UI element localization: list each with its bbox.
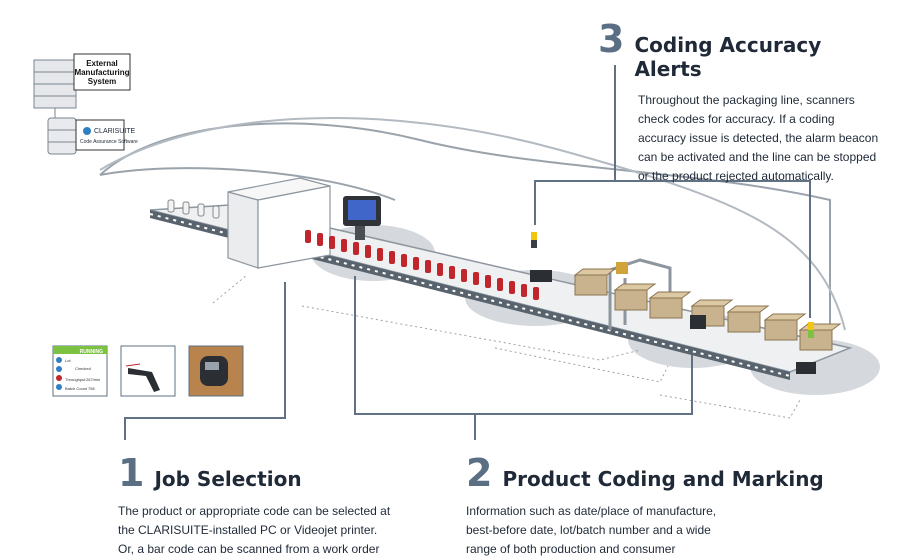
product-coding-body: Information such as date/place of manufa… [466,504,717,556]
alarm-beacon-icon [808,322,814,338]
handheld-scanner-thumbnail [120,345,176,397]
external-system-line3: System [88,77,116,86]
coding-accuracy-alerts-body: Throughout the packaging line, scanners … [638,93,879,183]
job-selection-body: The product or appropriate code can be s… [118,504,391,556]
clarisuite-database-icon: CLARISUITE Code Assurance Software [47,117,138,155]
alarm-beacon-icon [531,232,537,248]
external-system-line2: Manufacturing [74,68,129,77]
red-bottle [401,254,407,267]
job-selection-title: Job Selection [154,467,302,491]
clarisuite-sub-label: Code Assurance Software [80,139,138,145]
callout-connectors [124,65,811,440]
product-coding-section: 2 Product Coding and Marking Information… [466,454,886,559]
job-selection-section: 1 Job Selection The product or appropria… [118,454,448,559]
red-bottle [437,263,443,276]
printer-ui-thumbnail: RUNNING Lot Checked Throughput 267/min B… [52,345,108,397]
red-bottle [341,239,347,252]
clarisuite-label: CLARISUITE [94,128,136,135]
printer-throughput-row: Throughput [65,377,86,382]
red-bottle [509,281,515,294]
printer-status-text: RUNNING [80,349,103,355]
printer-checked-row: Checked [75,366,91,371]
coding-accuracy-alerts-title: Coding Accuracy Alerts [634,33,822,81]
red-bottle [521,284,527,297]
red-bottle [353,242,359,255]
red-bottle [329,236,335,249]
red-bottle [497,278,503,291]
red-bottle [377,248,383,261]
red-bottle [389,251,395,264]
red-bottle [473,272,479,285]
printer-throughput-value: 267/min [86,377,100,382]
cardboard-box [648,291,692,319]
case-scanner-icon [690,315,706,329]
mobile-scanner-thumbnail [188,345,244,397]
filling-tunnel [227,177,331,269]
white-bottles [167,199,220,219]
flow-arrows [212,274,801,419]
cardboard-box [613,283,657,311]
videojet-printer-icon [343,196,381,240]
printer-lot-row: Lot [65,358,71,363]
red-bottle [413,257,419,270]
coding-accuracy-alerts-section: 3 Coding Accuracy Alerts Throughout the … [598,20,893,186]
red-bottle [317,233,323,246]
red-bottle [449,266,455,279]
red-bottle [305,230,311,243]
external-system-line1: External [86,59,118,68]
cardboard-box [573,268,617,296]
red-bottle [461,269,467,282]
red-bottle [425,260,431,273]
cardboard-box [763,313,807,341]
step-number-3: 3 [598,17,625,61]
step-number-1: 1 [118,451,145,495]
network-cable [99,167,396,201]
reject-scanner-icon [796,362,816,374]
red-bottle [365,245,371,258]
red-bottles [305,230,539,300]
printer-batch-value: 756 [88,386,95,391]
network-cable [99,117,846,331]
external-system-server-icon: External Manufacturing System [33,53,131,109]
cardboard-box [726,305,770,333]
red-bottle [533,287,539,300]
printer-batch-row: Batch Count [65,386,88,391]
step-number-2: 2 [466,451,493,495]
red-bottle [485,275,491,288]
product-coding-title: Product Coding and Marking [502,467,824,491]
barcode-scanner-icon [530,270,552,282]
